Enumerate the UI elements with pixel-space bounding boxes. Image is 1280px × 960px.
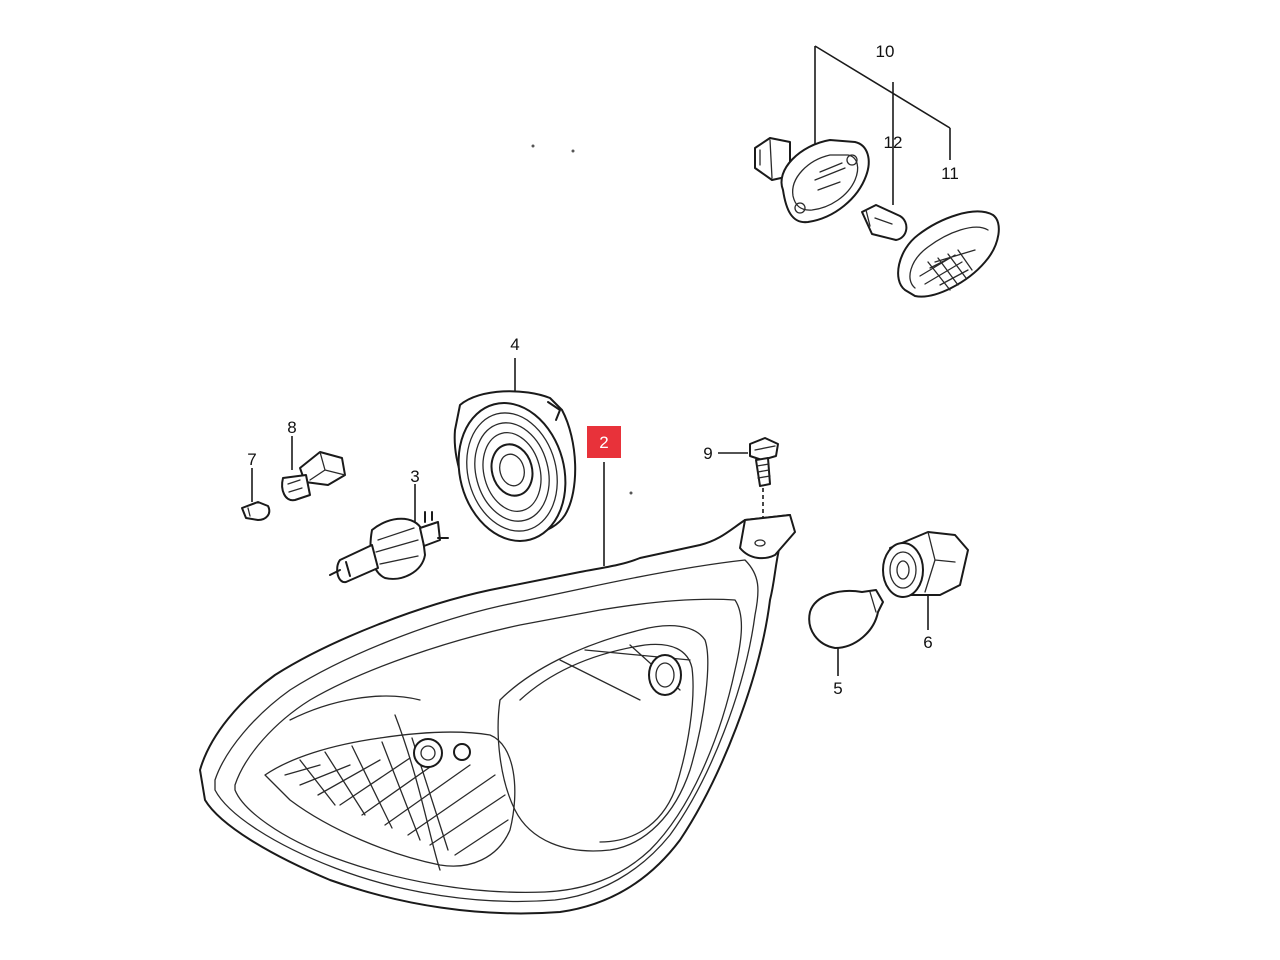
callout-11-label[interactable]: 11 (941, 164, 959, 183)
callout-10-label[interactable]: 10 (876, 42, 895, 61)
callout-3-label[interactable]: 3 (410, 467, 419, 486)
side-marker-lens-icon (897, 210, 1000, 298)
callout-9-label[interactable]: 9 (703, 444, 712, 463)
callout-7-label[interactable]: 7 (247, 450, 256, 469)
scan-speck (629, 491, 633, 495)
dust-cap-icon (453, 358, 577, 542)
turn-signal-bulb-icon (808, 589, 884, 676)
callout-6-label[interactable]: 6 (923, 633, 932, 652)
side-marker-socket-icon (754, 137, 870, 224)
headlamp-assembly-icon (199, 462, 796, 915)
screw-icon (718, 437, 779, 518)
callout-2-label[interactable]: 2 (599, 433, 608, 452)
scan-speck (531, 144, 535, 148)
callout-2-highlight (587, 426, 621, 458)
bulb-socket-6-icon (882, 531, 969, 630)
bulb-socket-8-icon (281, 436, 346, 502)
side-marker-assembly-icon (754, 45, 1000, 298)
callout-12-label[interactable]: 12 (884, 133, 903, 152)
h4-bulb-icon (329, 484, 449, 584)
side-marker-bulb-icon (861, 204, 908, 241)
callout-5-label[interactable]: 5 (833, 679, 842, 698)
callout-8-label[interactable]: 8 (287, 418, 296, 437)
scan-speck (571, 149, 575, 153)
wedge-bulb-7-icon (241, 468, 271, 521)
callout-4-label[interactable]: 4 (510, 335, 519, 354)
